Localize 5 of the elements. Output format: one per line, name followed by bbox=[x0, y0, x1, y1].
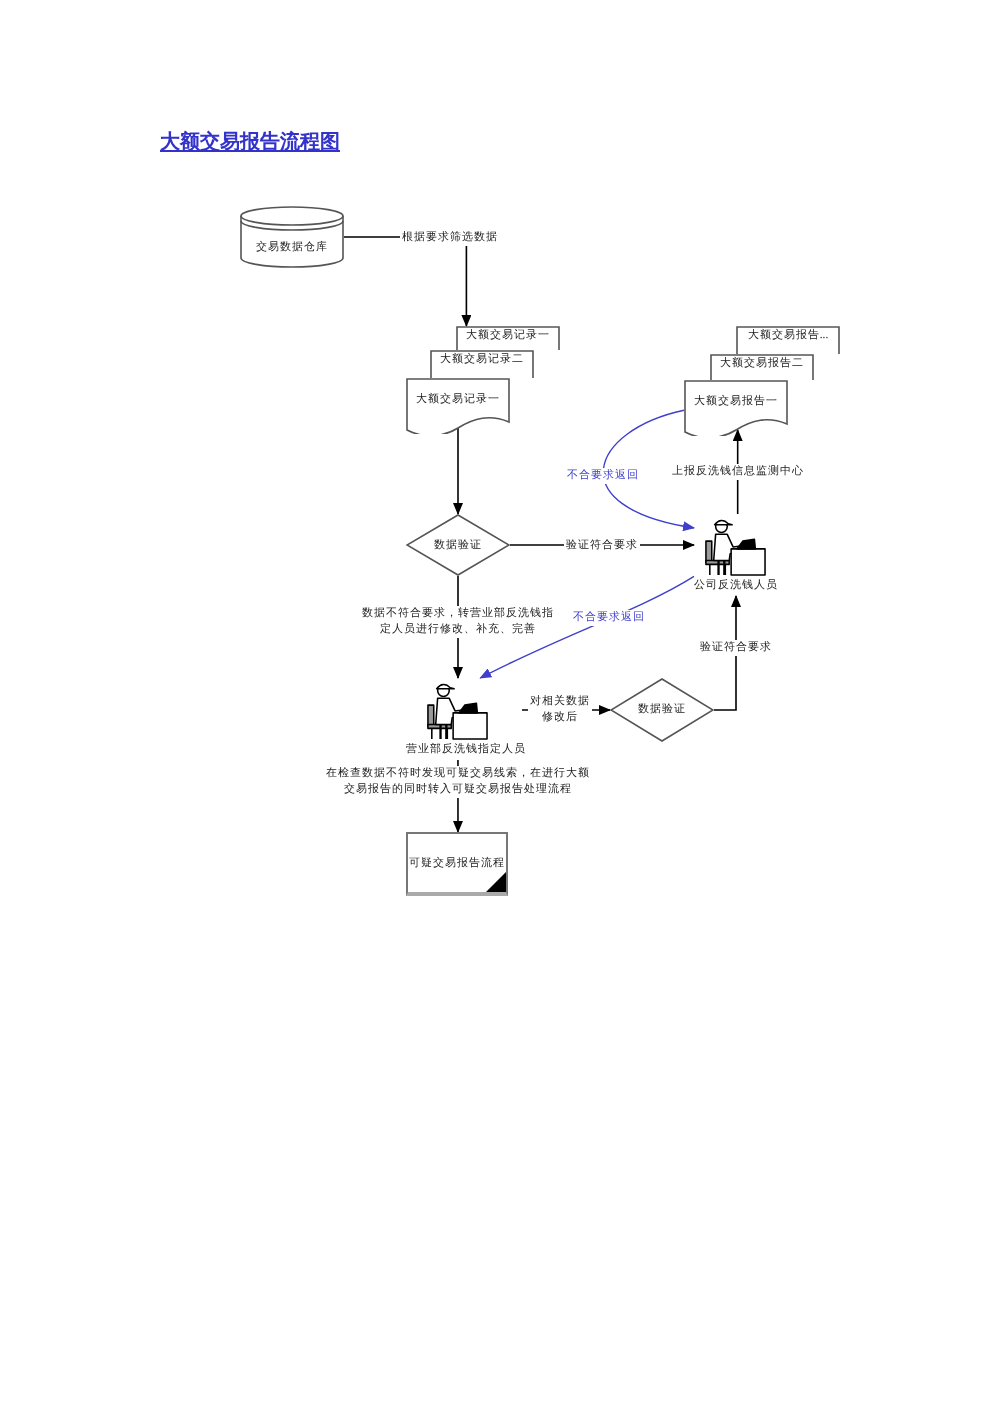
arrow bbox=[602, 409, 695, 531]
arrow bbox=[713, 595, 741, 711]
arrow bbox=[453, 427, 463, 515]
process-box bbox=[406, 832, 508, 896]
title: 大额交易报告流程图 bbox=[160, 132, 340, 156]
